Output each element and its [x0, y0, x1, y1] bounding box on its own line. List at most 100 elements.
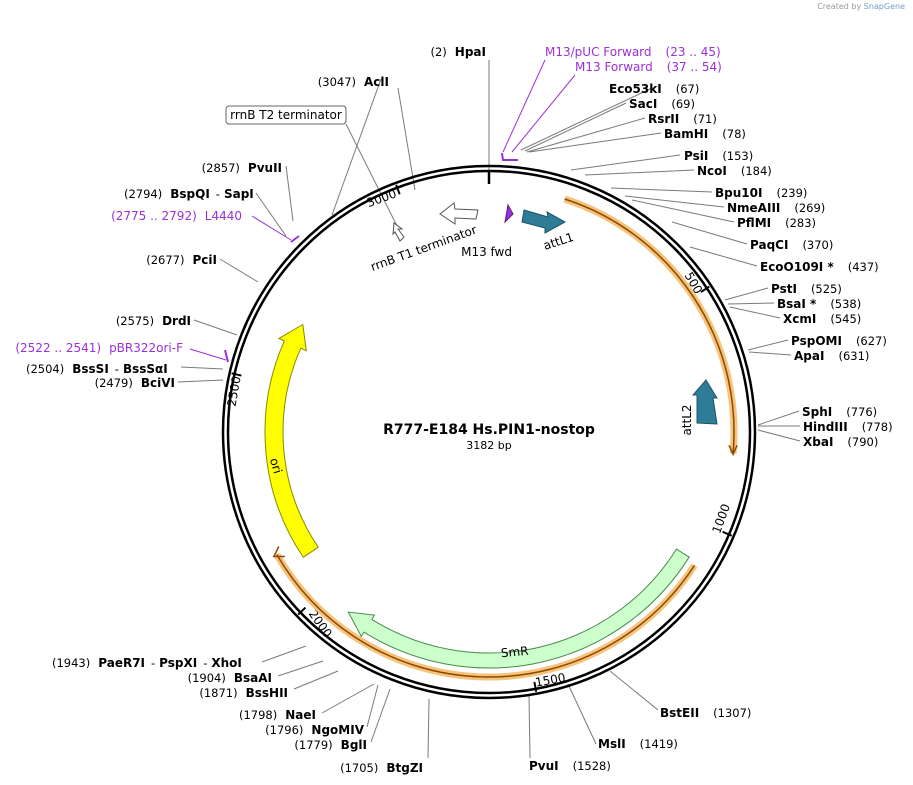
primer-range: (2775 .. 2792): [111, 209, 197, 223]
leader-line: [747, 339, 789, 351]
site-pos: (1798): [239, 708, 277, 722]
site-pos: (538): [830, 297, 861, 311]
rrnb-t1-arrow: [439, 202, 479, 225]
site-name: HindIII: [803, 420, 848, 434]
primer-name: M13/pUC Forward: [545, 45, 652, 59]
ori-label: ori: [267, 456, 285, 475]
site-name: XbaI: [803, 435, 833, 449]
site-name: MslI: [598, 737, 626, 751]
tick-label-3000: 3000: [365, 186, 398, 210]
primer-name: pBR322ori-F: [109, 341, 183, 355]
site-psii: PsiI(153): [684, 149, 753, 163]
site-bamhi: BamHI(78): [664, 127, 746, 141]
site-eco53ki: Eco53kI(67): [609, 82, 699, 96]
leader-line: [689, 246, 758, 267]
orf-arc-2-line: [276, 554, 696, 678]
leader-lines: [177, 59, 801, 759]
site-name: BglI: [341, 738, 367, 752]
primer-leader-m13: [511, 74, 576, 153]
site-pos: (78): [722, 127, 746, 141]
site-name: EcoO109I *: [760, 260, 834, 274]
leader-line: [528, 695, 531, 759]
site-bsssi-group: (2504)BssSI-BssSαI: [26, 362, 168, 376]
primer-range: (2522 .. 2541): [15, 341, 101, 355]
leader-line: [526, 117, 646, 153]
site-name: BciVI: [141, 376, 175, 390]
leader-line: [757, 429, 801, 442]
leader-line: [748, 351, 792, 356]
site-bcivi: (2479) BciVI: [95, 376, 175, 390]
site-hpai: (2)HpaI: [431, 45, 487, 59]
site-name: PvuI: [529, 759, 559, 773]
site-name: PvuII: [248, 161, 282, 175]
site-psti: PstI(525): [771, 282, 842, 296]
site-name: PaeR7I: [98, 656, 145, 670]
site-ncoi: NcoI(184): [697, 164, 772, 178]
site-bsaai: (1904) BsaAI: [188, 671, 272, 685]
site-name: SapI: [224, 187, 254, 201]
site-nmeaiii: NmeAIII(269): [727, 201, 825, 215]
site-name: Bpu10I: [715, 186, 762, 200]
site-bsshii: (1871)BssHII: [199, 686, 288, 700]
leader-line: [255, 192, 287, 237]
site-name: BspQI: [170, 187, 210, 201]
site-name: PstI: [771, 282, 797, 296]
site-name: BssSαI: [123, 362, 168, 376]
leader-line: [671, 221, 748, 245]
primer-range: (23 .. 45): [666, 45, 721, 59]
site-pos: (1871): [199, 686, 237, 700]
leader-line: [180, 366, 224, 370]
site-pos: (1528): [573, 759, 611, 773]
site-bpu10i: Bpu10I(239): [715, 186, 807, 200]
leader-line: [219, 258, 259, 283]
primer-range: (37 .. 54): [667, 60, 722, 74]
leader-line: [277, 660, 324, 677]
primer-leader-l4440: [251, 215, 292, 241]
site-pos: (69): [671, 97, 695, 111]
site-pos: (2479): [95, 376, 133, 390]
site-pos: (1307): [713, 706, 751, 720]
site-name: PsiI: [684, 149, 708, 163]
leader-line: [528, 132, 662, 153]
rrnb-t2-box: [225, 105, 347, 125]
credit-prefix: Created by: [817, 2, 862, 11]
m13-fwd-label: M13 fwd: [461, 245, 512, 259]
attl1-arrow: [521, 209, 567, 234]
leader-line: [331, 78, 382, 216]
leader-line: [567, 683, 597, 745]
site-name: NgoMIV: [311, 723, 364, 737]
leader-line: [624, 195, 725, 208]
primer-leader-m13-puc: [502, 59, 546, 153]
leader-line: [631, 199, 735, 223]
leader-line: [177, 379, 224, 383]
site-pos: (1419): [640, 737, 678, 751]
site-pos: (776): [846, 405, 877, 419]
leader-line: [520, 87, 653, 151]
site-name: NcoI: [697, 164, 727, 178]
smr-label: SmR: [500, 644, 529, 660]
site-pvui: PvuI (1528): [529, 759, 611, 773]
site-pos: (67): [676, 82, 700, 96]
site-pos: (71): [693, 112, 717, 126]
site-name: BstEII: [660, 706, 699, 720]
site-name: BsaAI: [234, 671, 272, 685]
orf-arrowhead-1: [728, 445, 738, 457]
site-name: PspXI: [159, 656, 197, 670]
rrnb-t2-arrow: [392, 222, 405, 242]
site-pos: (1904): [188, 671, 226, 685]
site-pos: (1943): [52, 656, 90, 670]
leader-line: [609, 670, 659, 711]
site-pflmi: PflMI(283): [737, 216, 816, 230]
site-naei: (1798)NaeI: [239, 708, 316, 722]
site-name: SacI: [629, 97, 657, 111]
site-pos: (2857): [202, 161, 240, 175]
site-bsteii: BstEII (1307): [660, 706, 751, 720]
site-paqci: PaqCI(370): [750, 238, 833, 252]
tick-mark-2000: [297, 606, 307, 616]
primer-l4440: (2775 .. 2792)L4440: [111, 209, 242, 223]
site-name: ApaI: [794, 349, 824, 363]
tick-mark-1500: [533, 681, 538, 692]
orf-arrowhead-2: [272, 546, 285, 558]
leader-line: [584, 169, 695, 176]
site-name: SphI: [802, 405, 832, 419]
